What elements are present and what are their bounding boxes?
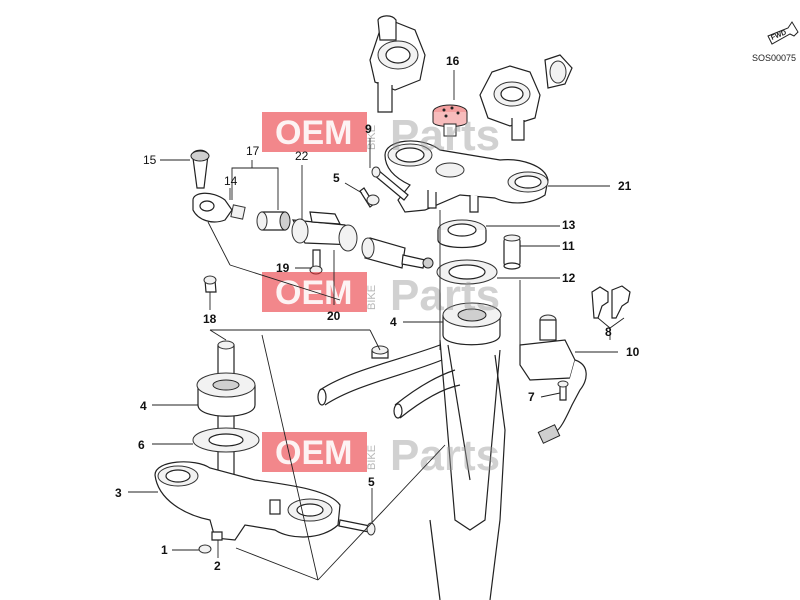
key-8: [591, 285, 631, 319]
callout-11: 11: [562, 239, 575, 253]
seal-6: [192, 427, 260, 453]
callout-20: 20: [327, 309, 341, 323]
right-handlebar-clamp: [479, 54, 573, 141]
left-handlebar-clamp: [369, 15, 426, 113]
frame-tubes: [317, 339, 506, 600]
callout-6: 6: [138, 438, 145, 452]
washer-12: [436, 259, 498, 285]
callouts: 15 17 14 22 5 9 16 21 13 11 12 4 10 8 7 …: [115, 54, 640, 573]
callout-13: 13: [562, 218, 576, 232]
watermark-parts-bottom: Parts: [390, 431, 500, 480]
callout-5-lower: 5: [368, 475, 375, 489]
upper-triple-clamp: [384, 140, 549, 213]
ring-nut-13: [437, 219, 487, 249]
fwd-arrow-icon: FWD: [767, 21, 799, 45]
bolt-9: [371, 166, 409, 201]
ignition-switch-10: [519, 314, 587, 444]
watermark-bike-bottom: BIKE: [366, 445, 378, 470]
bearing-lower-4: [196, 372, 256, 417]
callout-15: 15: [143, 153, 157, 167]
leader-lines: [128, 70, 625, 581]
bolt-5-upper: [359, 187, 380, 208]
callout-17: 17: [246, 144, 260, 158]
callout-8: 8: [605, 325, 612, 339]
watermark-parts-top: Parts: [390, 111, 500, 160]
spacer-11: [503, 234, 521, 270]
watermark-oem-top: OEM: [275, 114, 352, 152]
callout-22: 22: [295, 149, 309, 163]
screw-18: [203, 275, 217, 293]
diagram-code: SOS00075: [752, 53, 796, 63]
watermark-parts-mid: Parts: [390, 271, 500, 320]
bearing-upper: [442, 302, 502, 346]
watermark-oem-bottom: OEM: [275, 434, 352, 472]
callout-18: 18: [203, 312, 217, 326]
watermark-top: OEM BIKE Parts: [262, 111, 500, 160]
watermark-middle: OEM BIKE Parts: [262, 271, 500, 320]
screw-19: [309, 249, 323, 275]
callout-16: 16: [446, 54, 460, 68]
damper-body-22: [291, 211, 358, 252]
watermark-bottom: OEM BIKE Parts: [262, 431, 500, 480]
callout-19: 19: [276, 261, 290, 275]
screw-7: [557, 380, 569, 401]
callout-12: 12: [562, 271, 576, 285]
callout-2: 2: [214, 559, 221, 573]
rod-end-15: [190, 149, 210, 189]
damper-bushing: [256, 211, 291, 231]
watermark-oem-mid: OEM: [275, 274, 352, 312]
callout-7: 7: [528, 390, 535, 404]
callout-4-lower: 4: [140, 399, 147, 413]
steering-stem-nut: [432, 104, 468, 137]
callout-5-upper: 5: [333, 171, 340, 185]
frame-bracket: [371, 345, 389, 359]
watermark-bike-mid: BIKE: [366, 285, 378, 310]
screw-2: [211, 531, 223, 541]
callout-10: 10: [626, 345, 640, 359]
callout-21: 21: [618, 179, 632, 193]
bolt-5-lower: [338, 519, 376, 536]
callout-3: 3: [115, 486, 122, 500]
callout-14: 14: [224, 174, 238, 188]
watermark-bike-top: BIKE: [366, 125, 378, 150]
callout-4-upper: 4: [390, 315, 397, 329]
screw-1: [198, 544, 212, 554]
lower-triple-clamp: [154, 461, 341, 541]
damper-rod-20: [361, 237, 434, 269]
callout-1: 1: [161, 543, 168, 557]
callout-9: 9: [365, 122, 372, 136]
rod-end-14: [192, 192, 246, 223]
